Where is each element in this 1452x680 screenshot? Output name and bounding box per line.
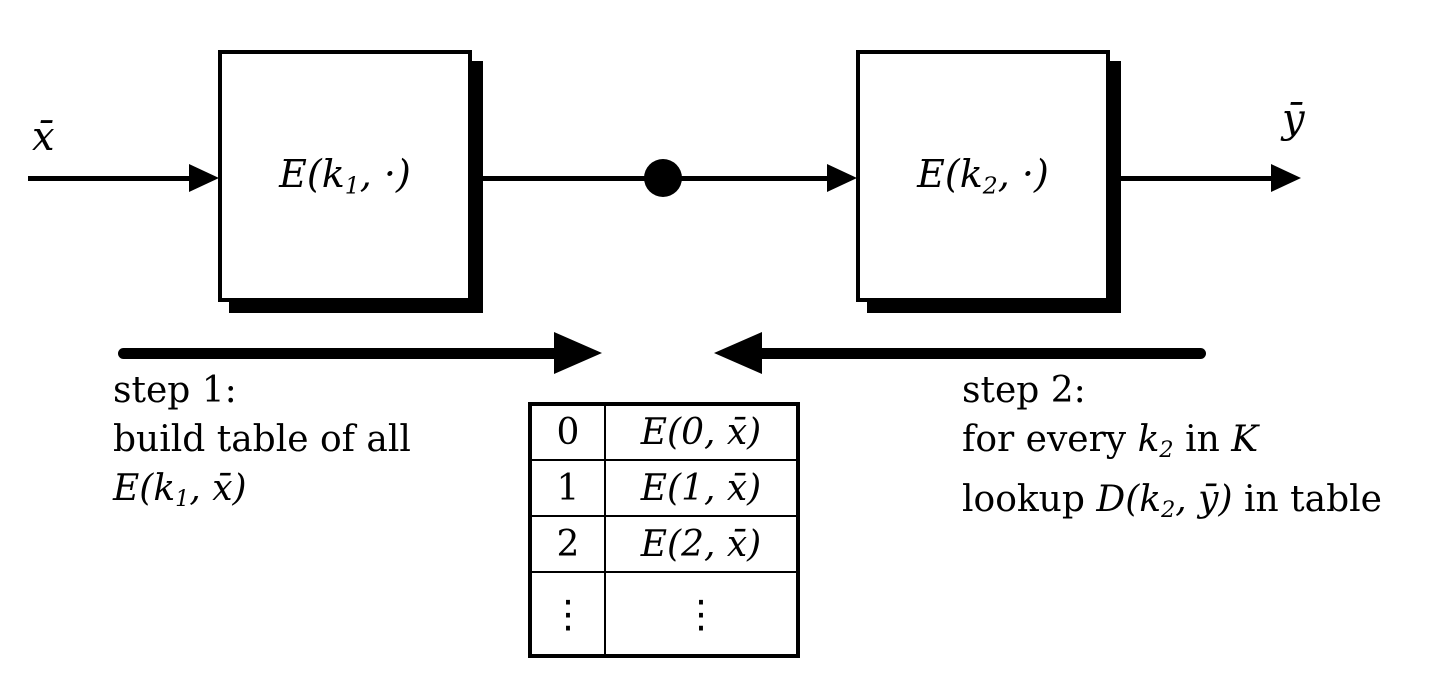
step2-line3-post: , ȳ) (1175, 479, 1233, 521)
step1-formula-post: , x̄) (189, 468, 247, 509)
encryption-box-1: E(k1, ·) (218, 50, 472, 302)
lookup-table: 0 E(0, x̄) 1 E(1, x̄) 2 E(2, x̄) ⋮ ⋮ (528, 402, 800, 658)
step2-line3-sub: 2 (1161, 497, 1176, 524)
step2-line3: lookup D(k2, ȳ) in table (962, 475, 1382, 535)
table-value-cell: E(1, x̄) (604, 459, 799, 517)
table-row: 1 E(1, x̄) (529, 459, 799, 517)
table-key-cell: 0 (529, 403, 606, 461)
box2-label-post: , ·) (997, 152, 1049, 197)
step2-title: step 2: (962, 370, 1086, 411)
table-value-cell: E(2, x̄) (604, 515, 799, 573)
step2-line2-pre: for every (962, 419, 1138, 460)
box2-label-sub: 2 (982, 171, 998, 200)
step1-formula: E(k1, x̄) (113, 464, 411, 524)
step1-arrowhead-icon (554, 332, 602, 374)
table-row: 0 E(0, x̄) (529, 403, 799, 461)
box1-label-sub: 1 (344, 171, 360, 200)
step2-description: step 2: for every k2 in K lookup D(k2, y… (962, 366, 1382, 535)
middle-arrowhead-icon (827, 164, 857, 192)
step2-line2-sub: 2 (1159, 437, 1174, 464)
step1-formula-sub: 1 (175, 486, 190, 513)
step1-title: step 1: (113, 370, 237, 411)
step2-line3-pre: lookup (962, 479, 1097, 521)
step2-arrowhead-icon (714, 332, 762, 374)
table-value-cell: E(0, x̄) (604, 403, 799, 461)
step1-formula-pre: E(k (113, 468, 176, 509)
step2-line2: for every k2 in K (962, 415, 1382, 475)
box2-label-pre: E(k (917, 152, 983, 197)
step2-line2-mid: in (1173, 419, 1232, 460)
input-arrowhead-icon (189, 164, 219, 192)
junction-dot-icon (644, 159, 682, 197)
table-key-cell: 1 (529, 459, 606, 517)
step1-line2: build table of all (113, 419, 411, 460)
output-line (1110, 176, 1273, 181)
box1-label-pre: E(k (279, 152, 345, 197)
step2-line2-keyspace: K (1231, 419, 1259, 460)
step2-arrow-line (756, 348, 1206, 359)
input-label: x̄ (32, 114, 55, 160)
output-arrowhead-icon (1271, 164, 1301, 192)
table-row: 2 E(2, x̄) (529, 515, 799, 573)
step2-line2-var: k (1137, 419, 1160, 460)
box1-label-post: , ·) (359, 152, 411, 197)
encryption-box-1-label: E(k1, ·) (279, 152, 411, 200)
table-key-cell: 2 (529, 515, 606, 573)
encryption-box-2-label: E(k2, ·) (917, 152, 1049, 200)
table-value-ellipsis: ⋮ (604, 571, 799, 657)
output-label: ȳ (1282, 96, 1305, 142)
input-line (28, 176, 192, 181)
step1-arrow-line (118, 348, 560, 359)
step1-description: step 1: build table of all E(k1, x̄) (113, 366, 411, 524)
table-row-ellipsis: ⋮ ⋮ (529, 571, 799, 657)
step2-line3-fn: D(k (1096, 479, 1162, 521)
step2-line3-tail: in table (1232, 479, 1382, 521)
table-key-ellipsis: ⋮ (529, 571, 606, 657)
encryption-box-2: E(k2, ·) (856, 50, 1110, 302)
